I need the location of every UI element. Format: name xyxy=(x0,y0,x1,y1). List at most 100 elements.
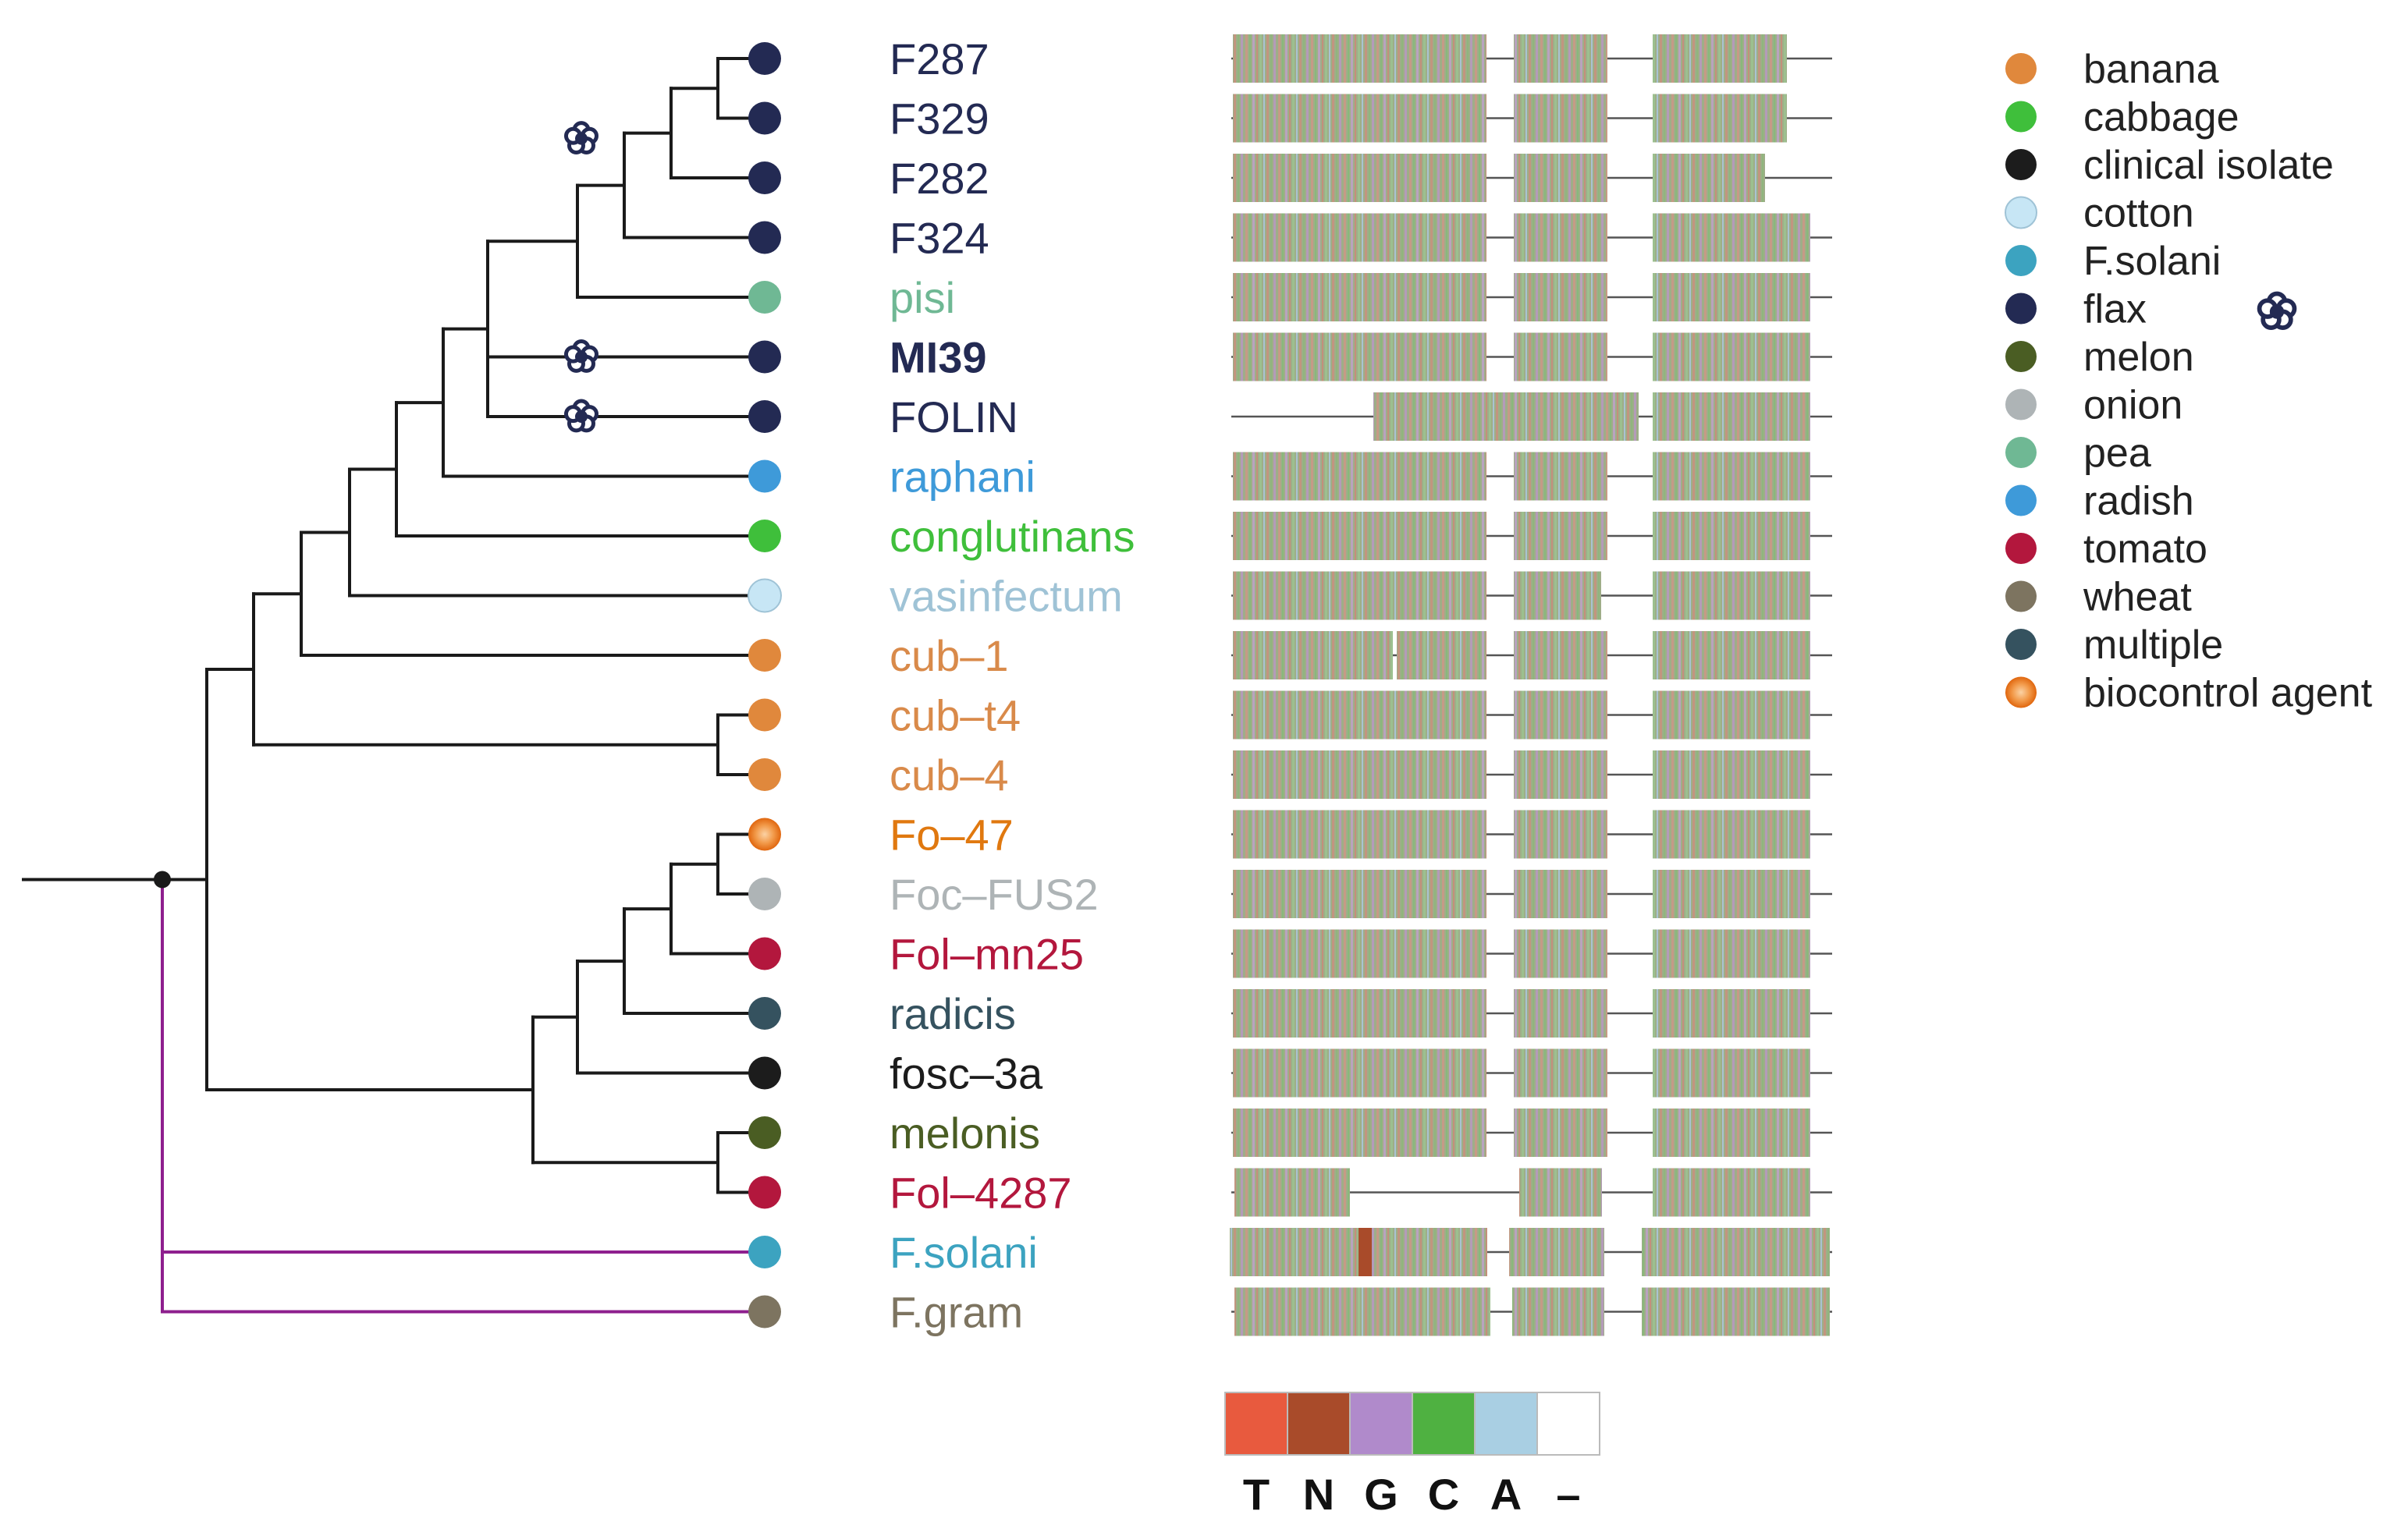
taxon-label: F324 xyxy=(890,214,989,263)
alignment-block xyxy=(1514,631,1607,679)
taxon-label: F329 xyxy=(890,94,989,144)
legend-swatch xyxy=(2005,149,2037,180)
key-label: C xyxy=(1428,1470,1459,1519)
key-swatch xyxy=(1287,1392,1351,1456)
alignment-block xyxy=(1514,750,1607,799)
alignment-block xyxy=(1653,870,1810,918)
alignment-block xyxy=(1233,870,1486,918)
tip-dot xyxy=(748,698,781,732)
alignment-block xyxy=(1653,512,1810,560)
legend-label: multiple xyxy=(2083,623,2223,668)
tip-dot xyxy=(748,161,781,194)
alignment-block xyxy=(1653,690,1810,740)
legend-swatch xyxy=(2005,533,2037,564)
alignment-block xyxy=(1653,332,1810,381)
legend-label: cabbage xyxy=(2083,95,2239,140)
taxon-label: MI39 xyxy=(890,333,987,382)
alignment-block xyxy=(1233,154,1486,202)
alignment-block xyxy=(1514,34,1607,83)
alignment-block xyxy=(1512,1287,1604,1336)
legend-label: pea xyxy=(2083,431,2151,476)
alignment-block xyxy=(1514,929,1607,978)
alignment-block xyxy=(1233,810,1486,859)
legend-label: flax xyxy=(2083,287,2147,332)
legend-label: melon xyxy=(2083,335,2194,380)
taxon-label: F287 xyxy=(890,34,989,83)
alignment-block xyxy=(1653,989,1810,1038)
taxon-label: F.solani xyxy=(890,1228,1038,1277)
alignment-block xyxy=(1514,154,1607,202)
taxon-label: cub–t4 xyxy=(890,691,1021,740)
alignment-block xyxy=(1514,690,1607,740)
alignment-block xyxy=(1514,94,1607,143)
tip-dot xyxy=(748,42,781,75)
alignment-block xyxy=(1653,750,1810,799)
alignment-block xyxy=(1233,94,1486,143)
key-label: G xyxy=(1364,1470,1398,1519)
tip-dot xyxy=(748,1176,781,1209)
key-swatch xyxy=(1536,1392,1600,1456)
alignment-block xyxy=(1234,1168,1350,1217)
alignment-block xyxy=(1653,1109,1810,1157)
alignment-block xyxy=(1653,810,1810,859)
taxon-label: cub–1 xyxy=(890,631,1009,680)
alignment-block xyxy=(1373,392,1639,441)
tip-dot xyxy=(748,459,781,493)
key-label: A xyxy=(1490,1470,1522,1519)
taxon-label: F.gram xyxy=(890,1288,1023,1337)
alignment-block xyxy=(1233,631,1393,679)
alignment-block xyxy=(1514,810,1607,859)
tip-dot xyxy=(748,1236,781,1268)
alignment-block xyxy=(1233,332,1486,381)
taxon-label: melonis xyxy=(890,1109,1040,1158)
flax-flower-icon xyxy=(566,123,597,153)
tip-dot xyxy=(748,340,781,374)
taxon-label: pisi xyxy=(890,273,955,322)
legend-label: tomato xyxy=(2083,527,2207,572)
tip-dot xyxy=(748,758,781,791)
legend-swatch xyxy=(2005,245,2037,276)
alignment-block xyxy=(1653,452,1810,501)
tip-dot xyxy=(748,221,781,254)
legend-swatch xyxy=(2005,53,2037,84)
alignment-block xyxy=(1514,989,1607,1038)
flax-flower-icon xyxy=(566,401,597,431)
taxon-label: Fol–mn25 xyxy=(890,930,1084,979)
alignment-block xyxy=(1653,273,1810,321)
tip-dot xyxy=(748,400,781,433)
tip-dot xyxy=(748,639,781,672)
legend-label: biocontrol agent xyxy=(2083,671,2373,716)
taxon-label: cub–4 xyxy=(890,750,1009,800)
legend-label: onion xyxy=(2083,383,2182,428)
key-swatch xyxy=(1474,1392,1538,1456)
alignment-block xyxy=(1653,1168,1810,1217)
taxon-label: conglutinans xyxy=(890,512,1135,561)
key-swatch xyxy=(1349,1392,1413,1456)
alignment-block xyxy=(1514,213,1607,262)
tip-dot xyxy=(748,997,781,1030)
legend-swatch xyxy=(2005,388,2037,420)
legend-label: banana xyxy=(2083,47,2219,92)
alignment-block xyxy=(1233,690,1486,740)
alignment-block xyxy=(1233,512,1486,560)
tip-dot xyxy=(748,101,781,135)
alignment-block xyxy=(1642,1287,1830,1336)
legend-label: radish xyxy=(2083,479,2194,524)
alignment-block xyxy=(1653,34,1787,83)
alignment-block xyxy=(1514,512,1607,560)
tip-dot xyxy=(748,1056,781,1090)
alignment-block xyxy=(1233,452,1486,501)
alignment-block xyxy=(1233,750,1486,799)
legend-swatch xyxy=(2005,437,2037,468)
key-label: N xyxy=(1303,1470,1334,1519)
taxon-labels: F287F329F282F324pisiMI39FOLINraphanicong… xyxy=(748,34,1135,1337)
alignment-block xyxy=(1514,1048,1607,1098)
alignment-block xyxy=(1233,213,1486,262)
alignment-block xyxy=(1514,1109,1607,1157)
alignment-block xyxy=(1653,392,1810,441)
tip-dot xyxy=(748,1295,781,1328)
taxon-label: Foc–FUS2 xyxy=(890,870,1099,919)
